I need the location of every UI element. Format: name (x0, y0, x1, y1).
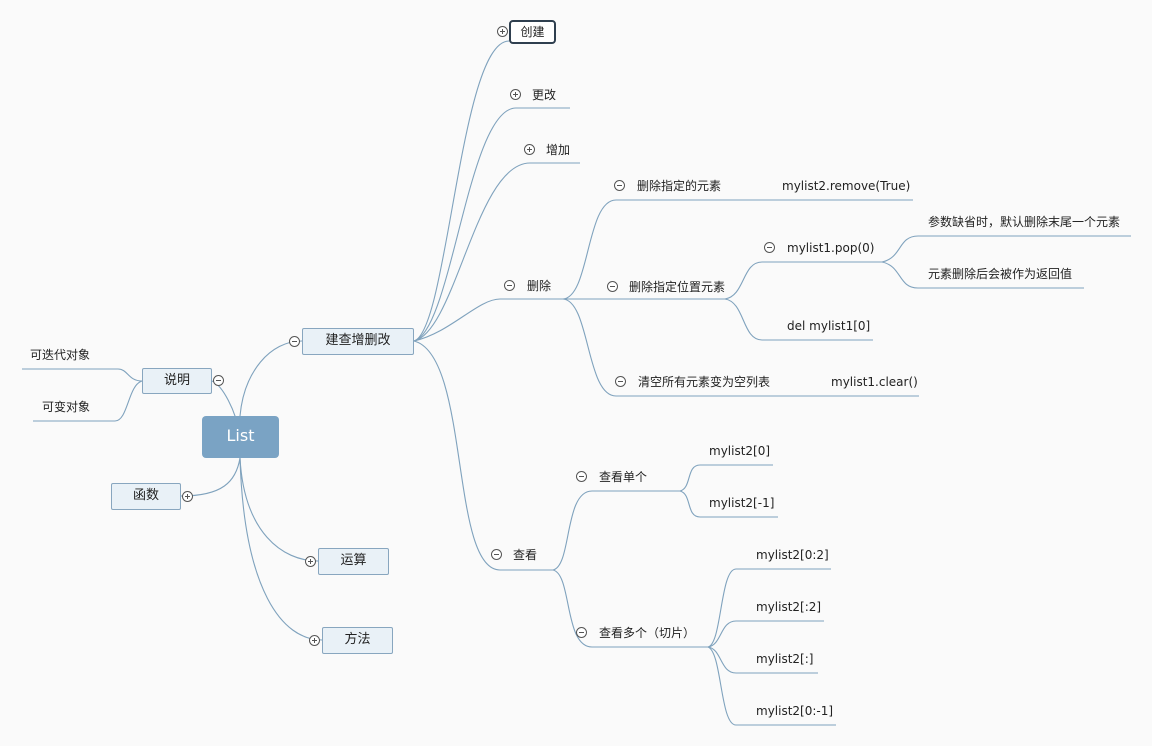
topic-shuoming[interactable]: 说明 (142, 368, 212, 394)
collapse-toggle-crud[interactable] (289, 336, 300, 347)
topic-mutable[interactable]: 可变对象 (42, 400, 91, 414)
link-crud-add (413, 162, 580, 342)
topic-view[interactable]: 查看 (513, 548, 538, 562)
topic-add[interactable]: 增加 (546, 143, 571, 157)
topic-clear[interactable]: 清空所有元素变为空列表 (638, 375, 771, 389)
collapse-toggle-delete-byvalue[interactable] (614, 180, 625, 191)
link-byindex-del (724, 298, 873, 341)
collapse-toggle-view[interactable] (491, 549, 502, 560)
topic-multi-ex1[interactable]: mylist2[0:2] (756, 548, 829, 562)
link-crud-delete (413, 298, 563, 342)
topic-remove-example[interactable]: mylist2.remove(True) (782, 179, 911, 193)
expand-toggle-modify[interactable] (510, 89, 521, 100)
topic-delete[interactable]: 删除 (527, 279, 552, 293)
link-delete-clear (562, 298, 919, 397)
topic-hanshu[interactable]: 函数 (111, 483, 181, 510)
collapse-toggle-delete[interactable] (504, 280, 515, 291)
collapse-toggle-view-single[interactable] (576, 471, 587, 482)
topic-yunsuan[interactable]: 运算 (318, 548, 389, 575)
topic-create-selected[interactable]: 创建 (509, 20, 556, 44)
link-multi-ex1 (707, 568, 831, 648)
expand-toggle-hanshu[interactable] (182, 491, 193, 502)
link-single-ex2 (679, 490, 778, 518)
expand-toggle-yunsuan[interactable] (305, 556, 316, 567)
link-crud-create (413, 40, 510, 342)
link-crud-view (413, 340, 553, 571)
collapse-toggle-view-multi[interactable] (576, 627, 587, 638)
link-view-multi (552, 569, 708, 648)
link-pop-note2 (881, 261, 1084, 289)
link-byindex-pop (724, 261, 882, 300)
link-single-ex1 (679, 464, 773, 492)
link-multi-ex3 (707, 646, 818, 674)
link-shuoming-iter (22, 368, 143, 382)
link-view-single (552, 490, 680, 571)
collapse-toggle-pop[interactable] (764, 242, 775, 253)
collapse-toggle-shuoming[interactable] (213, 375, 224, 386)
collapse-toggle-clear[interactable] (615, 376, 626, 387)
link-delete-byvalue (562, 199, 913, 300)
topic-single-ex2[interactable]: mylist2[-1] (709, 496, 775, 510)
link-root-hanshu (180, 457, 241, 497)
topic-single-ex1[interactable]: mylist2[0] (709, 444, 771, 458)
expand-toggle-add[interactable] (524, 144, 535, 155)
root-topic[interactable]: List (202, 416, 279, 458)
topic-fangfa[interactable]: 方法 (322, 627, 393, 654)
topic-multi-ex2[interactable]: mylist2[:2] (756, 600, 822, 614)
link-multi-ex2 (707, 620, 824, 648)
topic-pop[interactable]: mylist1.pop(0) (787, 241, 875, 255)
topic-iter[interactable]: 可迭代对象 (30, 348, 91, 362)
topic-multi-ex4[interactable]: mylist2[0:-1] (756, 704, 834, 718)
expand-toggle-fangfa[interactable] (309, 635, 320, 646)
topic-pop-note1[interactable]: 参数缺省时，默认删除末尾一个元素 (928, 215, 1121, 229)
topic-delete-byvalue[interactable]: 删除指定的元素 (637, 179, 722, 193)
expand-toggle-create[interactable] (497, 26, 508, 37)
topic-crud[interactable]: 建查增删改 (302, 328, 414, 355)
collapse-toggle-delete-byindex[interactable] (607, 281, 618, 292)
link-root-fangfa (239, 457, 323, 641)
link-multi-ex4 (707, 646, 836, 726)
link-crud-modify (413, 107, 570, 342)
topic-del[interactable]: del mylist1[0] (787, 319, 871, 333)
link-root-yunsuan (239, 457, 319, 562)
link-root-crud (239, 340, 303, 417)
topic-delete-byindex[interactable]: 删除指定位置元素 (629, 280, 726, 294)
topic-multi-ex3[interactable]: mylist2[:] (756, 652, 814, 666)
link-shuoming-mutable (33, 380, 143, 422)
topic-pop-note2[interactable]: 元素删除后会被作为返回值 (928, 267, 1073, 281)
topic-view-single[interactable]: 查看单个 (599, 470, 648, 484)
topic-modify[interactable]: 更改 (532, 88, 557, 102)
topic-clear-example[interactable]: mylist1.clear() (831, 375, 918, 389)
link-pop-note1 (881, 235, 1131, 263)
topic-view-multi[interactable]: 查看多个（切片） (599, 626, 696, 640)
